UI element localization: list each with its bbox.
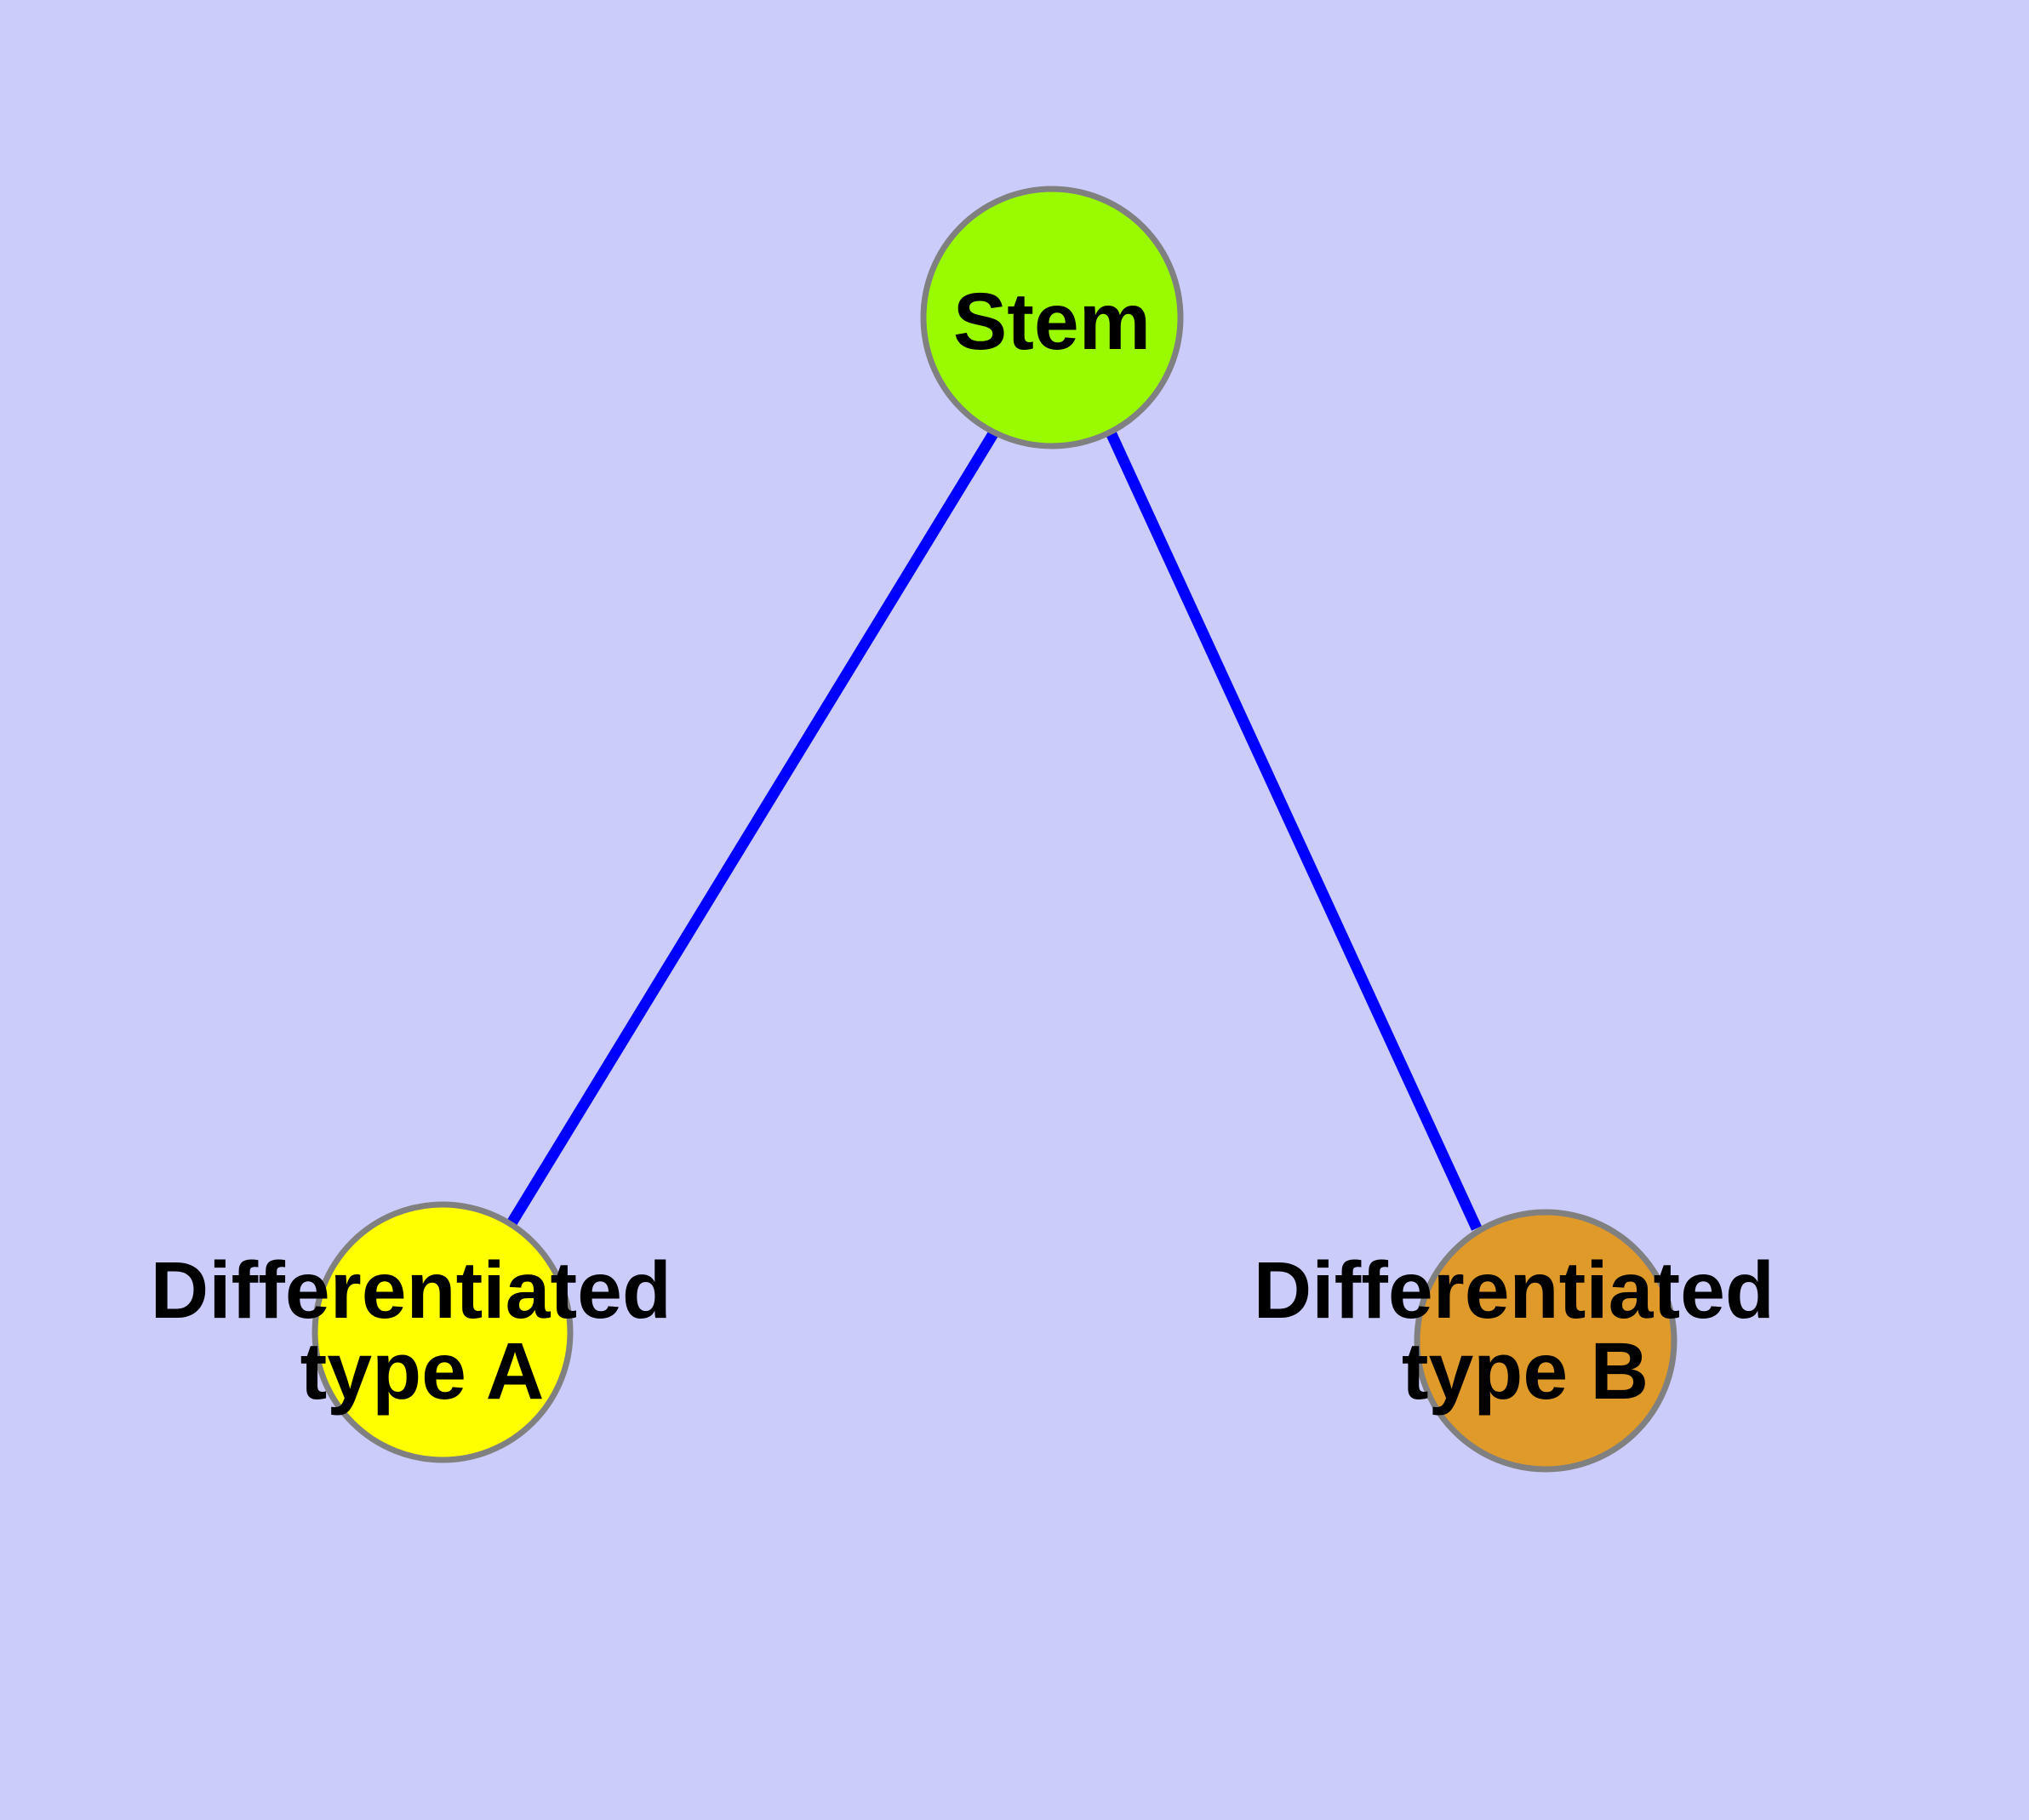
node-diff-b-label: Differentiated type B	[1254, 1245, 1798, 1417]
edge-stem-to-diff-b[interactable]	[1106, 430, 1482, 1231]
label-layer: Stem Differentiated type A Differentiate…	[151, 277, 1798, 1417]
edge-layer	[506, 429, 1482, 1231]
node-diff-a-label-line-1: Differentiated	[151, 1245, 672, 1336]
node-diff-a-label-line-2: type A	[300, 1326, 545, 1417]
node-diff-b-label-line-1: Differentiated	[1254, 1245, 1775, 1336]
node-diff-a-circle[interactable]	[311, 1201, 574, 1463]
node-stem-label-line-1: Stem	[953, 277, 1151, 367]
node-stem-label: Stem	[953, 277, 1151, 367]
node-layer	[311, 186, 1677, 1473]
node-diff-b-label-line-2: type B	[1402, 1326, 1649, 1417]
node-stem-circle[interactable]	[920, 186, 1184, 449]
node-diff-a-label: Differentiated type A	[151, 1245, 694, 1417]
node-diff-b-circle[interactable]	[1414, 1209, 1677, 1473]
edge-stem-to-diff-a[interactable]	[506, 429, 999, 1227]
